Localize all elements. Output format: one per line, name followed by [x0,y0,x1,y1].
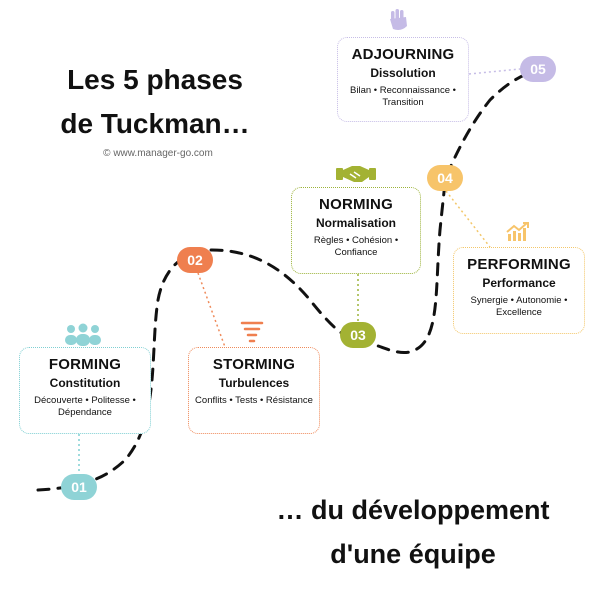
page-subtitle: … du développement d'une équipe [238,488,588,576]
stage-name: STORMING [212,356,296,373]
badge-02: 02 [177,247,213,273]
subtitle-line-1: … du développement [276,495,550,525]
badge-03: 03 [340,322,376,348]
stage-keywords: Synergie • Autonomie • Excellence [470,295,568,318]
page-title: Les 5 phases de Tuckman… [30,58,280,146]
badge-01: 01 [61,474,97,500]
stage-phase: Constitution [49,376,121,390]
waving-hand-icon [390,9,407,30]
stage-phase: Normalisation [315,216,396,230]
stage-name: PERFORMING [467,256,571,273]
connector-storming [197,272,226,348]
subtitle-line-2: d'une équipe [330,539,496,569]
connector-adjourning [468,68,521,75]
credit-text: © www.manager-go.com [103,148,213,159]
stage-name: FORMING [48,356,122,373]
card-forming: FORMING Constitution Découverte • Polite… [19,347,151,434]
stage-keywords: Bilan • Reconnaissance • Transition [350,85,456,108]
handshake-icon [336,166,376,182]
title-line-2: de Tuckman… [60,108,250,139]
tornado-icon [240,321,264,343]
stage-keywords: Découverte • Politesse • Dépendance [34,395,136,418]
stage-name: ADJOURNING [351,46,455,63]
badge-04: 04 [427,165,463,191]
card-adjourning: ADJOURNING Dissolution Bilan • Reconnais… [337,37,469,122]
stage-phase: Dissolution [370,66,436,80]
title-line-1: Les 5 phases [67,64,243,95]
card-performing: PERFORMING Performance Synergie • Autono… [453,247,585,334]
badge-05: 05 [520,56,556,82]
connector-performing [445,190,491,248]
stage-phase: Performance [482,276,556,290]
stage-name: NORMING [319,196,393,213]
group-icon [65,323,101,346]
card-storming: STORMING Turbulences Conflits • Tests • … [188,347,320,434]
card-norming: NORMING Normalisation Règles • Cohésion … [291,187,421,274]
stage-keywords: Conflits • Tests • Résistance [195,395,313,406]
stage-keywords: Règles • Cohésion • Confiance [313,235,399,258]
growth-chart-icon [506,222,529,241]
stage-phase: Turbulences [218,376,290,390]
